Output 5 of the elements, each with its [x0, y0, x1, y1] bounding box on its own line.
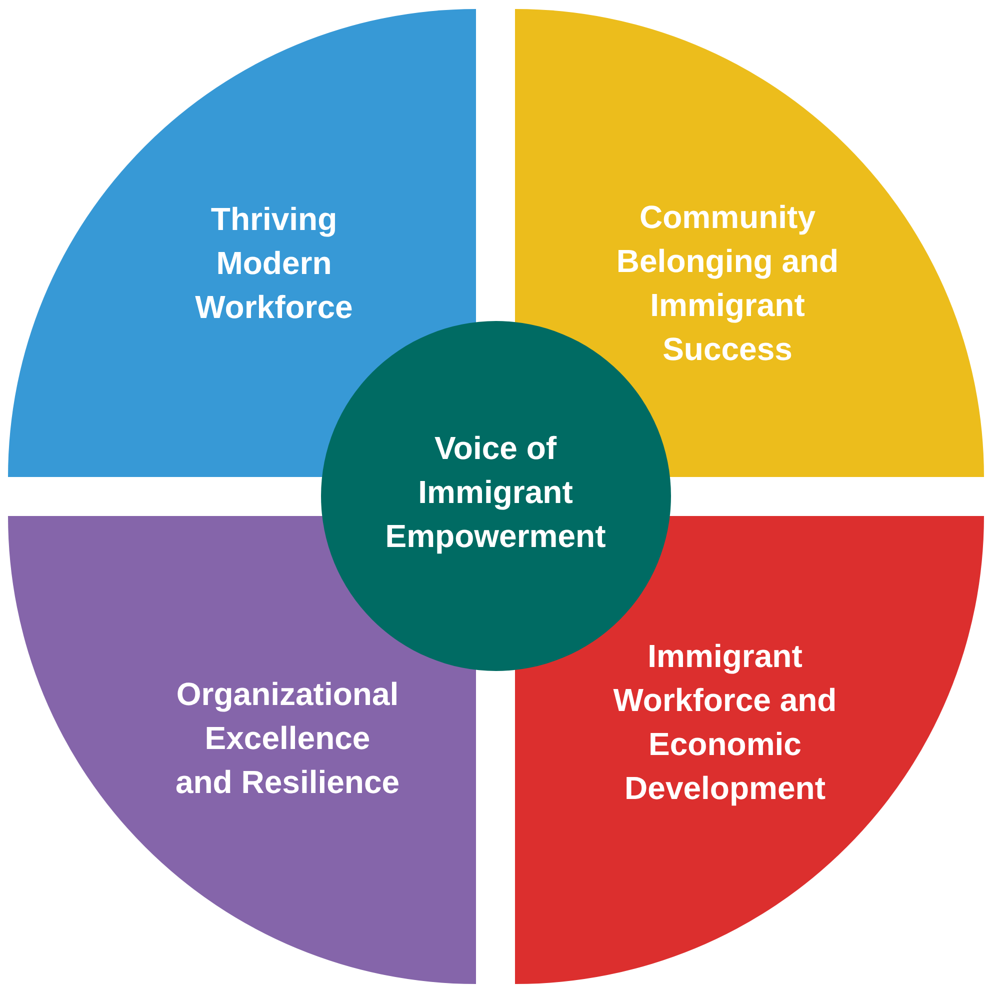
segment-label: Community Belonging and Immigrant Success [615, 198, 840, 369]
segment-label: Organizational Excellence and Resilience [174, 675, 401, 802]
segment-label: Immigrant Workforce and Economic Development [612, 637, 838, 808]
segment-label: Thriving Modern Workforce [194, 200, 354, 327]
center-label: Voice of Immigrant Empowerment [384, 429, 607, 556]
